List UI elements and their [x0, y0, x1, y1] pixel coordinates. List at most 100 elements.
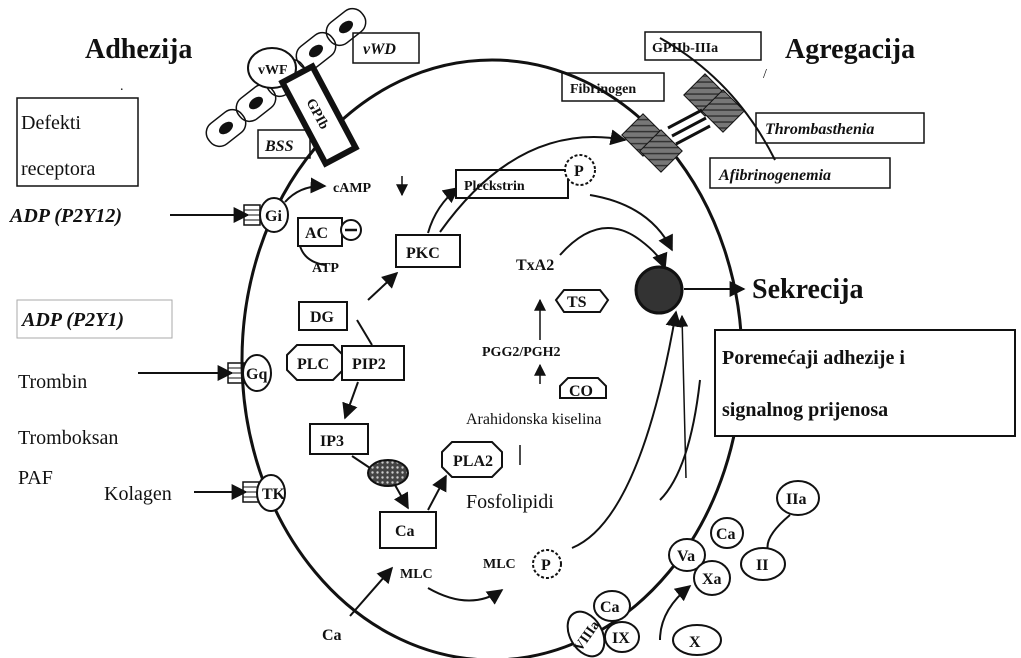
bss-box: BSS — [257, 129, 311, 159]
gq-receptor: Gq — [227, 354, 272, 392]
svg-text:Afibrinogenemia: Afibrinogenemia — [718, 167, 831, 184]
ca-extracellular-label: Ca — [322, 627, 342, 644]
svg-text:DG: DG — [310, 309, 335, 326]
svg-text:Va: Va — [677, 548, 695, 565]
svg-text:CO: CO — [569, 383, 593, 400]
dg-to-pkc — [367, 271, 399, 301]
small-mark-2: / — [763, 67, 767, 82]
pkc-to-membrane-arrow — [439, 129, 627, 233]
svg-text:GPIIb-IIIa: GPIIb-IIIa — [652, 41, 718, 56]
camp-label: cAMP — [333, 181, 372, 196]
svg-text:Gq: Gq — [246, 366, 267, 383]
inner-curve — [659, 379, 701, 501]
gpiib-iiia-box: GPIIb-IIIa — [644, 31, 762, 61]
svg-text:Fibrinogen: Fibrinogen — [570, 82, 636, 97]
svg-text:TK: TK — [262, 486, 286, 503]
thrombasthenia-box: Thrombasthenia — [755, 112, 925, 144]
fibrinogen-box: Fibrinogen — [561, 72, 665, 102]
svg-text:vWD: vWD — [363, 41, 396, 58]
svg-text:P: P — [541, 557, 551, 574]
secretory-granule — [634, 265, 684, 315]
sekrecija-label: Sekrecija — [752, 274, 863, 305]
agregacija-title: Agregacija — [785, 34, 915, 65]
txa2-label: TxA2 — [516, 257, 554, 274]
vwd-box: vWD — [352, 32, 420, 64]
coagulation-cascade: IIa II Ca Va Xa Ca VIIIa IX X — [566, 480, 820, 658]
tromboksan-label: Tromboksan — [18, 427, 118, 449]
pla2-box: PLA2 — [441, 441, 503, 478]
ca-influx-arrow — [349, 566, 394, 617]
adjacent-platelet-membrane — [659, 37, 776, 161]
ac-box: AC — [297, 217, 362, 247]
svg-text:Xa: Xa — [702, 571, 722, 588]
atp-curve — [299, 245, 326, 266]
pleckstrin-to-granule — [589, 194, 673, 252]
tk-receptor: TK — [242, 474, 286, 512]
pleckstrin-box: Pleckstrin — [455, 169, 569, 199]
pip2-box: PIP2 — [341, 345, 405, 381]
svg-text:PKC: PKC — [406, 245, 440, 262]
poremecaji-box: Poremećaji adhezije i signalnog prijenos… — [714, 329, 1016, 437]
svg-text:BSS: BSS — [264, 138, 294, 155]
afibrinogenemia-box: Afibrinogenemia — [709, 157, 891, 189]
plc-box: PLC — [286, 344, 344, 381]
svg-text:Ca: Ca — [716, 526, 736, 543]
vwf-ligand: vWF — [247, 47, 297, 89]
arahidonska-label: Arahidonska kiselina — [466, 411, 602, 428]
pleckstrin-phosphate: P — [564, 154, 596, 186]
fosfolipidi-label: Fosfolipidi — [466, 491, 554, 513]
svg-text:Thrombasthenia: Thrombasthenia — [765, 121, 874, 138]
svg-text:IP3: IP3 — [320, 433, 344, 450]
endothelium — [205, 7, 367, 148]
svg-text:II: II — [756, 557, 768, 574]
ca-box: Ca — [379, 511, 437, 549]
svg-text:Ca: Ca — [600, 599, 620, 616]
defekti-receptora-box: Defekti receptora — [16, 97, 139, 187]
trombin-label: Trombin — [18, 371, 87, 393]
mlc-label-2: MLC — [483, 557, 516, 572]
ip3-to-dts — [351, 455, 371, 469]
dts-to-ca — [393, 484, 409, 510]
svg-text:X: X — [689, 634, 701, 651]
svg-text:Pleckstrin: Pleckstrin — [464, 179, 525, 194]
adp-p2y1-label: ADP (P2Y1) — [20, 309, 124, 331]
dg-box: DG — [298, 301, 348, 331]
svg-text:vWF: vWF — [258, 63, 288, 78]
paf-label: PAF — [18, 467, 53, 489]
pkc-box: PKC — [395, 234, 461, 268]
adp-p2y1-box — [16, 299, 173, 339]
pgg2-pgh2-label: PGG2/PGH2 — [482, 345, 561, 360]
ip3-box: IP3 — [309, 423, 369, 455]
dense-tubular-system — [367, 459, 409, 487]
mlc-curve — [427, 587, 504, 605]
svg-text:receptora: receptora — [21, 158, 96, 180]
svg-text:Defekti: Defekti — [21, 112, 81, 134]
svg-text:PLA2: PLA2 — [453, 453, 493, 470]
svg-text:PLC: PLC — [297, 356, 329, 373]
svg-text:AC: AC — [305, 225, 328, 242]
mlc-to-granule — [571, 310, 682, 549]
ca-to-pla2 — [427, 474, 447, 511]
ts-box: TS — [554, 289, 610, 313]
txa2-to-granule — [559, 227, 668, 270]
mlc-label-1: MLC — [400, 567, 433, 582]
svg-text:PIP2: PIP2 — [352, 356, 386, 373]
svg-text:IIa: IIa — [786, 491, 806, 508]
co-box: CO — [559, 377, 607, 400]
svg-text:signalnog prijenosa: signalnog prijenosa — [722, 399, 888, 421]
svg-text:Gi: Gi — [265, 208, 282, 225]
gpiib-iiia-receptors — [621, 73, 745, 173]
gi-to-camp-arrow — [284, 177, 327, 203]
svg-text:Poremećaji adhezije i: Poremećaji adhezije i — [722, 347, 905, 369]
gpib-receptor: GPIb — [278, 62, 360, 168]
adhezija-title: Adhezija — [85, 34, 192, 65]
adp-p2y12-label: ADP (P2Y12) — [8, 205, 122, 227]
svg-text:Ca: Ca — [395, 523, 415, 540]
pip2-to-dg — [356, 319, 373, 346]
kolagen-label: Kolagen — [104, 483, 172, 505]
mlc-phosphate: P — [532, 549, 562, 579]
atp-label: ATP — [312, 261, 339, 276]
small-mark: . — [120, 79, 124, 94]
svg-text:TS: TS — [567, 294, 587, 311]
